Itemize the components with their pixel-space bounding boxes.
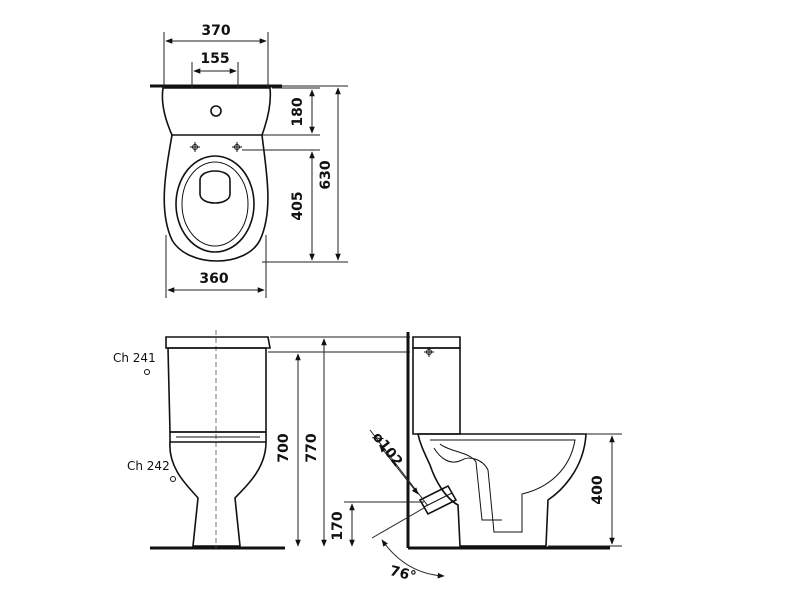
dim-outlet-height: 170: [330, 511, 346, 540]
dim-outlet-diameter: ø102: [369, 429, 406, 469]
label-ch241: Ch 241: [113, 351, 156, 365]
dim-tank-depth: 180: [290, 97, 306, 126]
seat-fixing-mark-left: [190, 142, 200, 152]
flush-button-hole: [210, 105, 222, 117]
top-view: 370 155 180 630 405 360: [150, 23, 348, 298]
side-view: 400 170 ø102 76°: [330, 332, 622, 585]
tank-top-outline: [161, 87, 272, 136]
bowl-front-outline: [169, 441, 267, 547]
tank-front-outline: [165, 336, 271, 349]
dim-height-770: 770: [304, 433, 320, 462]
front-view: Ch 241 Ch 242 700 770: [113, 330, 410, 550]
bowl-trap: [430, 439, 576, 533]
bowl-inner-rim: [175, 155, 255, 253]
dim-total-depth: 630: [318, 160, 334, 189]
dim-seat-height: 400: [590, 475, 606, 504]
dim-holes-width: 155: [200, 51, 229, 67]
dim-outlet-angle: 76°: [388, 563, 418, 585]
bowl-side-outline: [417, 433, 587, 547]
tank-flush-mark: [424, 347, 434, 357]
dim-tank-width: 370: [201, 23, 230, 39]
seat-fixing-mark-right: [232, 142, 242, 152]
dim-bowl-depth: 405: [290, 191, 306, 220]
bowl-outlet: [199, 170, 231, 204]
ch242-marker: [170, 476, 176, 482]
outlet-pipe: [418, 484, 458, 516]
tank-side-outline: [412, 336, 461, 349]
bowl-top-outline: [163, 134, 269, 262]
dim-bowl-width: 360: [199, 271, 228, 287]
label-ch242: Ch 242: [127, 459, 170, 473]
dim-height-700: 700: [276, 433, 292, 462]
ch241-marker: [144, 369, 150, 375]
